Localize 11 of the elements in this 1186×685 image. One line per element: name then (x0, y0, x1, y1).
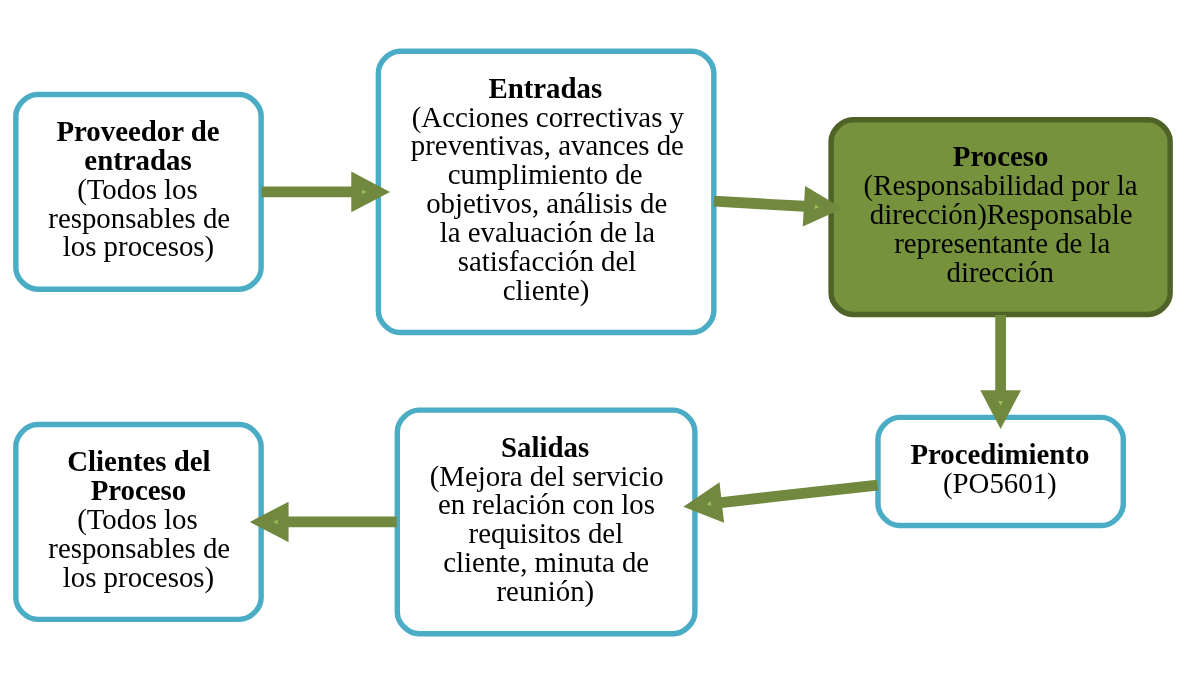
node-box: Salidas (Mejora del servicio en relación con los requisitos del cliente, minuta de reunión) (394, 407, 698, 637)
node-box: Proveedor de entradas (Todos los responsables de los procesos) (13, 91, 264, 292)
arrow (249, 501, 397, 543)
arrow (261, 171, 390, 213)
node-box: Proceso (Responsabilidad por la dirección)Responsable representante de la dirección (828, 117, 1173, 318)
arrow (683, 479, 879, 523)
node-box: Clientes del Proceso (Todos los responsables de los procesos) (13, 421, 264, 623)
node-box: Entradas (Acciones correctivas y preventivas, avances de cumplimiento de objetivos, análisis de la evaluación de la satisfacción del cliente) (375, 48, 717, 336)
arrow (980, 314, 1021, 429)
node-box: Procedimiento (PO5601) (875, 414, 1126, 529)
arrow (713, 185, 843, 227)
